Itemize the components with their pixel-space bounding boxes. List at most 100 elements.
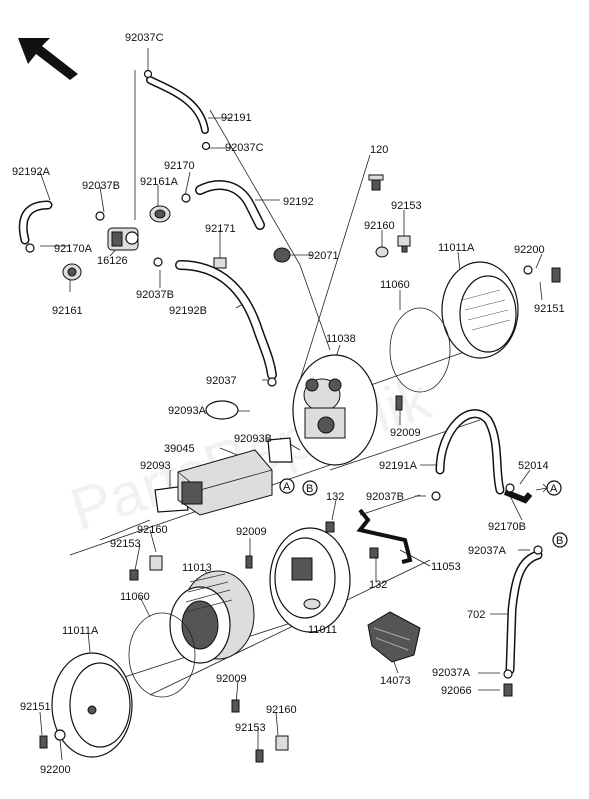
label-702: 702 <box>467 609 485 621</box>
label-92037b-mid: 92037B <box>136 289 174 301</box>
collar-92160-bottom <box>275 735 289 751</box>
label-92191: 92191 <box>221 112 252 124</box>
label-92192: 92192 <box>283 196 314 208</box>
bolt-92009-mid <box>245 555 253 569</box>
label-132-top: 132 <box>326 491 344 503</box>
washer-92200-top <box>523 265 533 275</box>
bolt-132-top <box>325 521 335 533</box>
seal-92093a <box>205 400 239 420</box>
bolt-92151-top <box>551 267 561 283</box>
gasket-11060-bottom <box>128 612 196 698</box>
label-92170b: 92170B <box>488 521 526 533</box>
label-92037b-top: 92037B <box>82 180 120 192</box>
label-92153-top: 92153 <box>391 200 422 212</box>
label-92160-top: 92160 <box>364 220 395 232</box>
label-92037a-top: 92037A <box>468 545 507 557</box>
clamp-92037b-mid <box>153 257 163 267</box>
breather-39045 <box>177 449 273 516</box>
clamp-92037a-top <box>533 545 543 555</box>
bracket-11053 <box>356 508 413 564</box>
part-labels: 92037C 92191 92037C 92192A 92037B 92170 … <box>12 32 565 776</box>
label-92151-top: 92151 <box>534 303 565 315</box>
label-11011: 11011 <box>308 624 337 636</box>
label-92160-mid: 92160 <box>137 524 168 536</box>
label-92093a: 92093A <box>168 405 207 417</box>
clamp-92037c-top <box>143 69 153 79</box>
callout-a-right: A <box>546 480 562 496</box>
seal-92093b <box>267 437 293 463</box>
svg-text:B: B <box>306 483 313 495</box>
label-92093: 92093 <box>140 460 171 472</box>
clamp-92170b <box>505 483 515 493</box>
bolt-92151-bottom <box>39 735 48 749</box>
label-11011a-bottom: 11011A <box>62 625 99 637</box>
leader-lines <box>39 48 543 761</box>
clamp-92037b-top <box>95 211 105 221</box>
valve-16126 <box>107 227 139 251</box>
label-120: 120 <box>370 144 388 156</box>
callout-b-right: B <box>552 532 568 548</box>
label-92037b-right: 92037B <box>366 491 404 503</box>
label-92192b: 92192B <box>169 305 207 317</box>
resonator-14073 <box>367 611 421 663</box>
arrow-to-a <box>535 483 548 493</box>
svg-text:A: A <box>550 483 558 495</box>
washer-92200-bottom <box>54 729 66 741</box>
label-92009-right: 92009 <box>390 427 421 439</box>
label-92009-mid: 92009 <box>236 526 267 538</box>
label-11060-bottom: 11060 <box>120 591 150 603</box>
label-11038: 11038 <box>326 333 356 345</box>
label-92009-bottom: 92009 <box>216 673 247 685</box>
bolt-92153-bottom <box>255 749 264 763</box>
callout-b-left: B <box>302 480 318 496</box>
base-plate-11011 <box>269 527 351 633</box>
cover-11011a-bottom <box>51 652 133 758</box>
callout-a-left: A <box>279 478 295 494</box>
label-92192a: 92192A <box>12 166 51 178</box>
bolt-120 <box>368 174 384 191</box>
collar-92160-mid <box>149 555 163 571</box>
gasket-11060-top <box>389 307 451 393</box>
clamp-92037b-right <box>431 491 441 501</box>
clamp-92170-top <box>181 193 191 203</box>
label-92037a-bottom: 92037A <box>432 667 471 679</box>
label-132-bottom: 132 <box>369 579 387 591</box>
label-39045: 39045 <box>164 443 195 455</box>
svg-text:A: A <box>283 481 291 493</box>
label-92093b: 92093B <box>234 433 272 445</box>
bolt-92153-mid <box>129 569 139 581</box>
bolt-92009-bottom <box>231 699 240 713</box>
clip-92171 <box>213 257 227 269</box>
plug-92066 <box>503 683 513 697</box>
label-92171: 92171 <box>205 223 236 235</box>
label-11011a-top: 11011A <box>438 242 475 254</box>
label-92200-top: 92200 <box>514 244 545 256</box>
filter-element-11013 <box>169 570 255 664</box>
clamp-92170a <box>25 243 35 253</box>
svg-text:B: B <box>556 535 563 547</box>
cover-11011a-top <box>441 261 519 359</box>
grommet-92071 <box>273 247 291 263</box>
fitting-52014 <box>503 489 533 504</box>
label-16126: 16126 <box>97 255 128 267</box>
label-11053: 11053 <box>431 561 461 573</box>
front-direction-arrow-icon <box>18 38 78 80</box>
label-92071: 92071 <box>308 250 339 262</box>
label-92191a: 92191A <box>379 460 418 472</box>
label-11060-top: 11060 <box>380 279 410 291</box>
label-92200-bottom: 92200 <box>40 764 71 776</box>
clamp-92037c-mid <box>201 141 211 151</box>
backing-plate-11038 <box>292 354 378 466</box>
label-92153-bottom: 92153 <box>235 722 266 734</box>
clamp-92037 <box>267 377 277 387</box>
label-92151-bottom: 92151 <box>20 701 51 713</box>
bolt-132-bottom <box>369 547 379 559</box>
label-92153-mid: 92153 <box>110 538 141 550</box>
collar-92160-top <box>375 246 389 258</box>
label-92037c-mid: 92037C <box>225 142 264 154</box>
hose-92191 <box>146 76 209 134</box>
bolt-92009-right <box>395 395 403 411</box>
clamp-92037a-bottom <box>503 669 513 679</box>
